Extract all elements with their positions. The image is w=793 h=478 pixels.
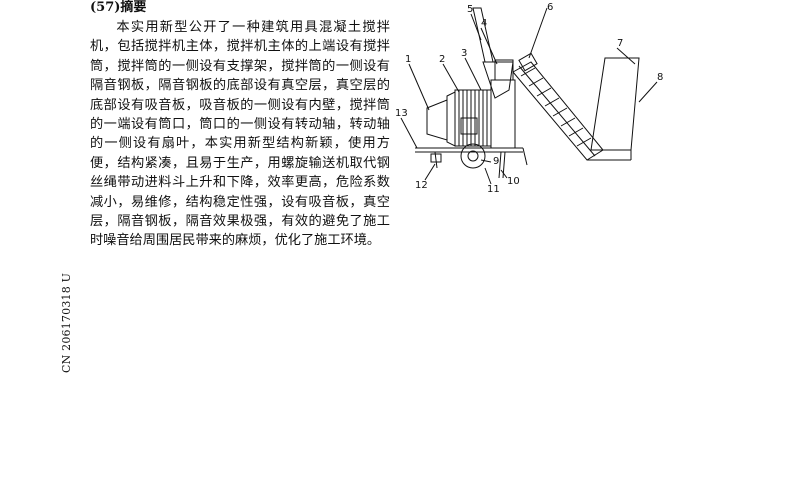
- figure-label-1: 1: [405, 54, 411, 65]
- figure-label-9: 9: [493, 156, 499, 167]
- mixer-drawing-svg: 1 2 3 4 5 6 7 8 9 10 11 12 13: [395, 2, 663, 195]
- figure-label-12: 12: [415, 180, 428, 191]
- front-jack: [430, 153, 442, 163]
- leader-3: [464, 57, 482, 91]
- abstract-body: 本实用新型公开了一种建筑用具混凝土搅拌机，包括搅拌机主体，搅拌机主体的上端设有搅…: [90, 20, 390, 249]
- motor-box: [460, 117, 478, 135]
- front-leg: [434, 151, 438, 169]
- figure-label-3: 3: [461, 48, 467, 59]
- wheel-hub: [467, 150, 479, 162]
- leader-9: [480, 159, 492, 163]
- leader-5: [470, 13, 482, 41]
- rear-leg: [498, 151, 502, 179]
- drum-ring: [446, 91, 456, 147]
- drum-mouth: [426, 99, 448, 141]
- hopper-funnel: [482, 61, 514, 99]
- chassis-strut: [522, 147, 528, 166]
- figure-label-10: 10: [507, 176, 520, 187]
- leader-2: [442, 63, 460, 93]
- leader-6: [528, 7, 548, 59]
- conveyor-drive: [518, 52, 538, 72]
- leader-13: [400, 117, 418, 149]
- leader-10: [500, 169, 508, 179]
- conveyor-flights: [520, 67, 592, 147]
- hopper-column: [472, 7, 494, 63]
- figure-label-11: 11: [487, 184, 500, 195]
- wheel-outer: [460, 143, 486, 169]
- mixer-drawing: 1 2 3 4 5 6 7 8 9 10 11 12 13: [395, 0, 685, 200]
- leader-12: [424, 163, 436, 181]
- figure-label-6: 6: [547, 2, 553, 13]
- leader-1: [408, 63, 430, 111]
- screw-conveyor: [512, 61, 604, 161]
- support-frame: [490, 79, 516, 149]
- conveyor-axis: [518, 65, 596, 157]
- abstract-section: (57)摘要 本实用新型公开了一种建筑用具混凝土搅拌机，包括搅拌机主体，搅拌机主…: [90, 0, 390, 251]
- leader-11: [484, 167, 492, 185]
- figure-label-7: 7: [617, 38, 623, 49]
- upper-box: [494, 59, 514, 81]
- figure-label-4: 4: [481, 18, 487, 29]
- figure-label-2: 2: [439, 54, 445, 65]
- leader-7: [616, 47, 636, 65]
- figure-label-8: 8: [657, 72, 663, 83]
- abstract-heading: (57)摘要: [90, 0, 147, 15]
- figure-label-5: 5: [467, 4, 473, 15]
- publication-number: CN 206170318 U: [60, 272, 73, 373]
- leader-8: [638, 81, 658, 103]
- leader-4: [480, 27, 498, 65]
- feed-hopper: [590, 57, 640, 151]
- figure-label-13: 13: [395, 108, 408, 119]
